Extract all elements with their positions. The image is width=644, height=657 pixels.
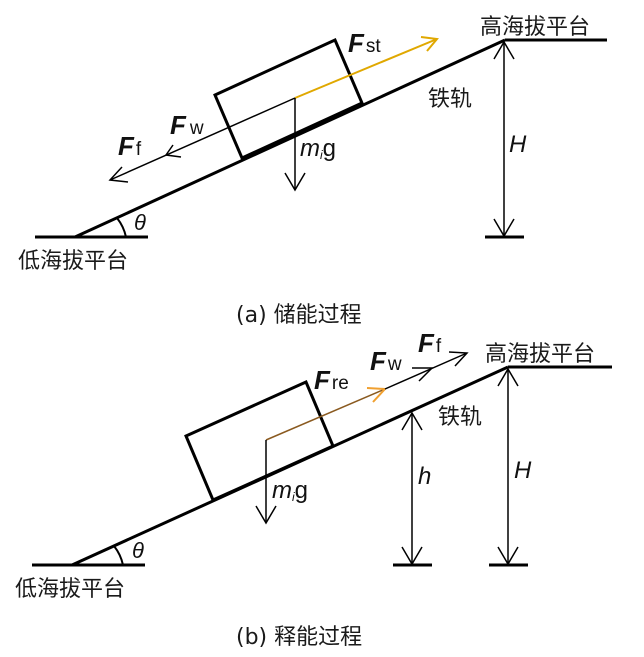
block-a (213, 37, 364, 161)
caption-a: (a) 储能过程 (236, 303, 362, 328)
high-platform-label-b: 高海拔平台 (485, 342, 595, 367)
gravity-arrowhead-b (255, 505, 277, 525)
angle-arc-b (113, 545, 124, 566)
release-force-symbol-b: F (314, 365, 331, 395)
wind-force-sub-b: w (387, 354, 402, 375)
rail-label-b: 铁轨 (438, 405, 482, 430)
release-force-sub-b: re (332, 373, 349, 394)
wind-arrowhead-a (164, 144, 182, 158)
angle-label-b: θ (132, 538, 144, 563)
friction-arrowhead-b (448, 351, 469, 367)
storage-force-arrow-a (294, 38, 438, 99)
storage-force-sub-a: st (366, 36, 382, 57)
height-arrowhead-top-a (493, 40, 515, 60)
caption-b: (b) 释能过程 (236, 625, 362, 650)
wind-arrowhead-b (412, 367, 434, 382)
height-current-label-b: h (418, 463, 431, 490)
high-platform-label-a: 高海拔平台 (480, 15, 590, 40)
wind-friction-arrow-b (384, 352, 468, 390)
rail-incline-a (74, 38, 506, 239)
gravity-g-b: g (295, 477, 308, 504)
friction-force-symbol-b: F (418, 328, 435, 358)
gravity-label-a: mig (300, 135, 336, 162)
low-platform-label-b: 低海拔平台 (15, 577, 125, 602)
height-label-a: H (509, 131, 527, 158)
friction-arrowhead-a (108, 166, 129, 183)
gravity-mass-b: m (272, 477, 292, 504)
friction-force-sub-b: f (436, 336, 442, 357)
wind-friction-arrow-a (109, 97, 296, 181)
height-label-b: H (514, 457, 532, 484)
gravity-g-a: g (323, 135, 336, 162)
low-platform-label-a: 低海拔平台 (18, 249, 128, 274)
angle-arc-a (116, 217, 127, 238)
gravity-mass-a: m (300, 135, 320, 162)
height-current-arrowhead-top-b (401, 411, 423, 431)
friction-force-symbol-a: F (118, 131, 135, 161)
storage-force-symbol-a: F (348, 28, 365, 58)
gravity-index-b: i (292, 490, 295, 504)
storage-force-arrowhead-a (420, 36, 439, 52)
gravity-index-a: i (320, 148, 323, 162)
rail-label-a: 铁轨 (428, 87, 472, 112)
height-arrowhead-top-b (497, 367, 519, 387)
wind-force-symbol-b: F (370, 346, 387, 376)
friction-force-sub-a: f (136, 139, 142, 160)
block-b (184, 380, 335, 502)
gravity-label-b: mig (272, 477, 308, 504)
angle-label-a: θ (134, 210, 146, 235)
wind-force-sub-a: w (189, 118, 204, 139)
wind-force-symbol-a: F (170, 110, 187, 140)
gravity-arrowhead-a (284, 172, 306, 192)
release-force-arrow-b (265, 388, 386, 441)
